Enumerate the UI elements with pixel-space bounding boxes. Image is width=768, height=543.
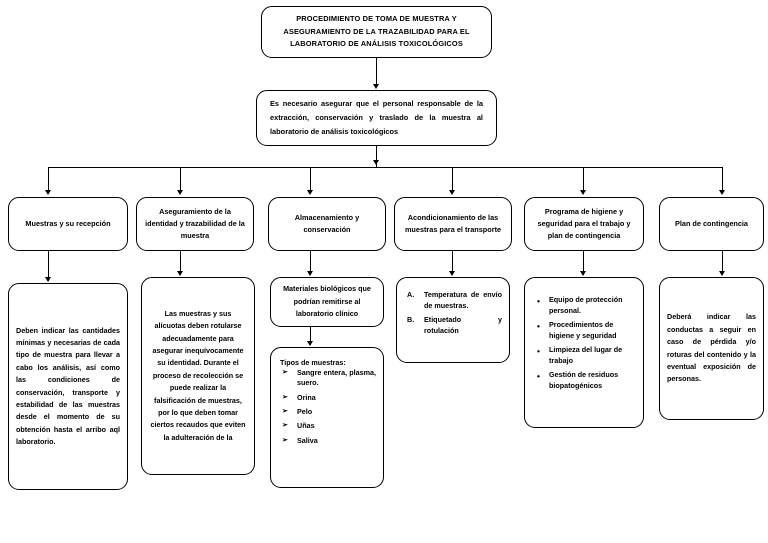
category-box-programa-higiene: Programa de higiene y seguridad para el … [524,197,644,251]
list-title: Tipos de muestras: [280,358,346,367]
category-label: Muestras y su recepción [25,219,111,229]
arrowhead-col-3 [306,190,313,195]
category-box-acondicionamiento: Acondicionamiento de las muestras para e… [394,197,512,251]
category-box-plan-contingencia: Plan de contingencia [659,197,764,251]
hygiene-measures-list: Equipo de protección personal. Procedimi… [532,295,636,395]
connector-col2-header-to-detail [180,251,181,275]
arrowhead-col4-detail [448,271,455,276]
arrowhead-col3-types [306,341,313,346]
title-box-text: PROCEDIMIENTO DE TOMA DE MUESTRA Y ASEGU… [283,14,470,49]
list-item: Etiquetado y rotulación [407,315,502,335]
detail-box-materiales-biologicos: Materiales biológicos que podrían remiti… [270,277,384,327]
detail-text: Las muestras y sus alícuotas deben rotul… [150,308,246,442]
list-item: Gestión de residuos biopatogénicos [532,370,636,392]
category-label: Almacenamiento y conservación [294,213,360,234]
bus-drop-3 [310,167,311,191]
detail-text: Deberá indicar las conductas a seguir en… [667,312,756,384]
transport-conditions-list: Temperatura de envío de muestras. Etique… [404,290,502,340]
arrowhead-col2-detail [176,271,183,276]
connector-col5-header-to-detail [583,251,584,275]
detail-box-plan-contingencia: Deberá indicar las conductas a seguir en… [659,277,764,420]
detail-text: Deben indicar las cantidades mínimas y n… [16,325,120,446]
detail-box-tipos-muestras: Tipos de muestras: Sangre entera, plasma… [270,347,384,488]
list-item: Equipo de protección personal. [532,295,636,317]
arrowhead-col5-detail [579,271,586,276]
list-item: Limpieza del lugar de trabajo [532,345,636,367]
bus-drop-6 [722,167,723,191]
list-item: Pelo [280,407,376,418]
arrowhead-col-2 [176,190,183,195]
category-label: Plan de contingencia [675,219,748,229]
list-item: Sangre entera, plasma, suero. [280,368,376,390]
arrowhead-col6-detail [718,271,725,276]
connector-col3-materials-to-types [310,327,311,345]
arrowhead-col-5 [579,190,586,195]
title-box: PROCEDIMIENTO DE TOMA DE MUESTRA Y ASEGU… [261,6,492,58]
arrowhead-col-4 [448,190,455,195]
category-label: Aseguramiento de la identidad y trazabil… [145,207,245,240]
category-box-aseguramiento-identidad: Aseguramiento de la identidad y trazabil… [136,197,254,251]
intro-box-text: Es necesario asegurar que el personal re… [270,99,483,136]
category-box-almacenamiento: Almacenamiento y conservación [268,197,386,251]
arrowhead-intro [372,84,379,89]
category-label: Acondicionamiento de las muestras para e… [404,213,502,234]
list-item: Procedimientos de higiene y seguridad [532,320,636,342]
connector-col4-header-to-detail [452,251,453,275]
detail-box-programa-higiene: Equipo de protección personal. Procedimi… [524,277,644,428]
sample-types-list: Sangre entera, plasma, suero. Orina Pelo… [280,368,376,450]
bus-drop-2 [180,167,181,191]
detail-text: Materiales biológicos que podrían remiti… [283,284,371,319]
list-item: Saliva [280,436,376,447]
list-item: Temperatura de envío de muestras. [407,290,502,310]
bus-drop-5 [583,167,584,191]
distribution-bus [48,167,723,168]
intro-box: Es necesario asegurar que el personal re… [256,90,497,146]
detail-box-muestras-recepcion: Deben indicar las cantidades mínimas y n… [8,283,128,490]
detail-box-aseguramiento-identidad: Las muestras y sus alícuotas deben rotul… [141,277,255,475]
bus-drop-1 [48,167,49,191]
arrowhead-col-1 [44,190,51,195]
arrowhead-bus [372,160,379,165]
category-label: Programa de higiene y seguridad para el … [537,207,631,240]
arrowhead-col1-detail [44,277,51,282]
bus-drop-4 [452,167,453,191]
list-item: Orina [280,393,376,404]
arrowhead-col-6 [718,190,725,195]
connector-intro-to-bus [376,146,377,167]
category-box-muestras-recepcion: Muestras y su recepción [8,197,128,251]
connector-title-to-intro [376,58,377,85]
connector-col1-header-to-detail [48,251,49,281]
connector-col6-header-to-detail [722,251,723,275]
connector-col3-header-to-materials [310,251,311,275]
arrowhead-col3-materials [306,271,313,276]
list-item: Uñas [280,421,376,432]
detail-box-acondicionamiento: Temperatura de envío de muestras. Etique… [396,277,510,363]
